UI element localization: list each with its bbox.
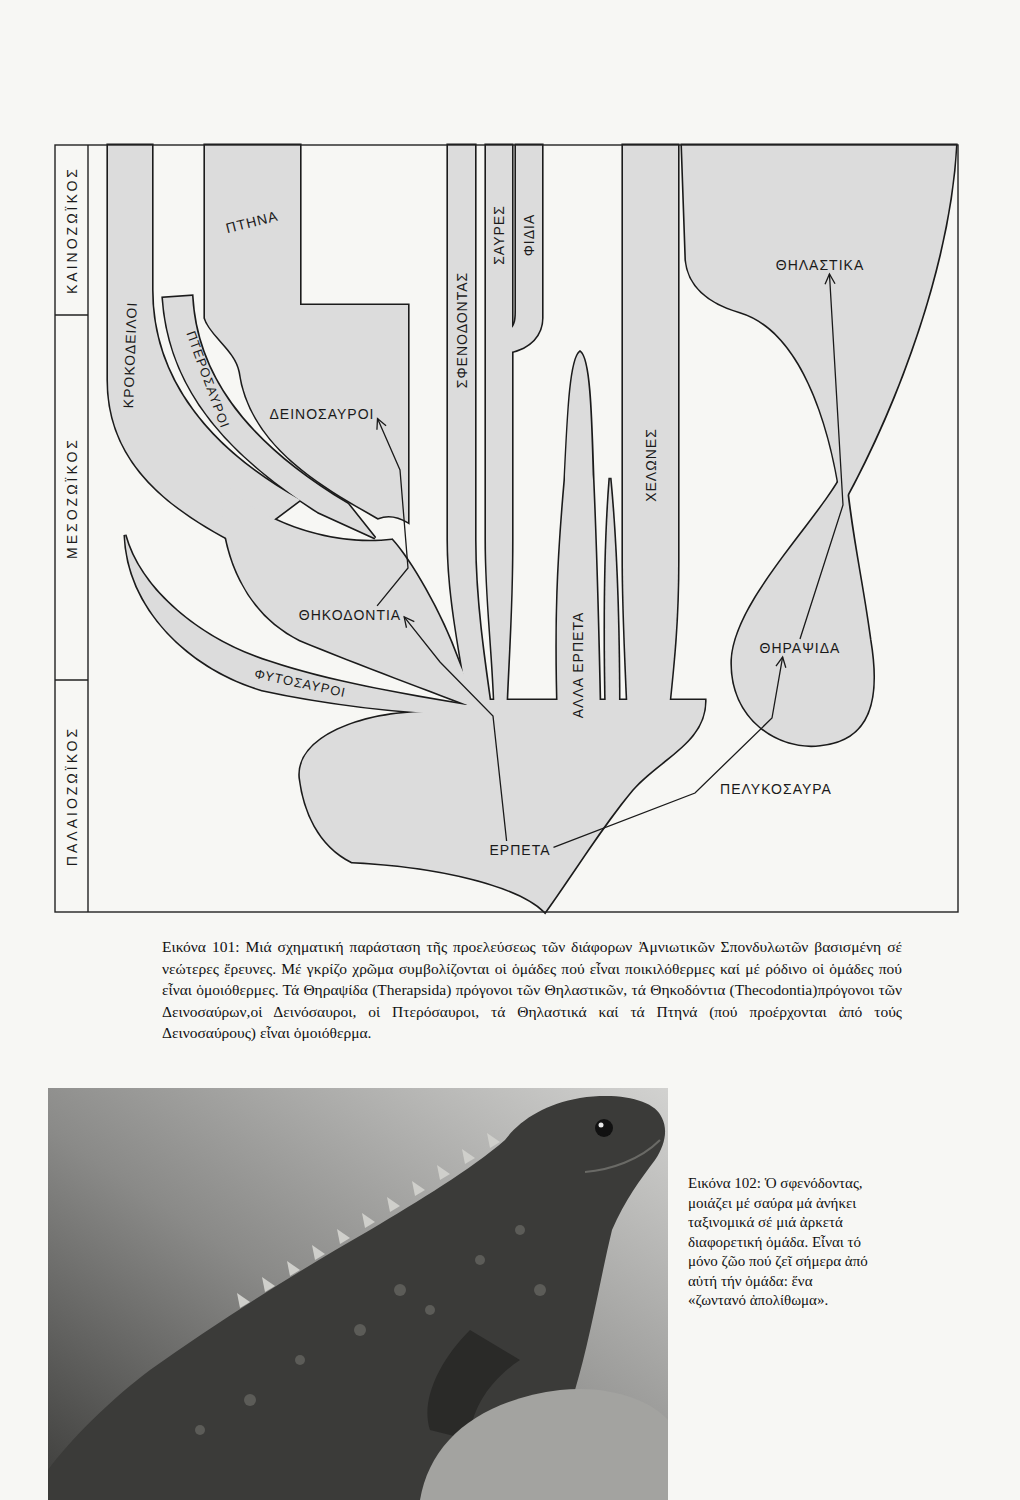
era-column-line [87,145,88,912]
taxon-region: ΘΗΡΑΨΙΔΑ [757,639,844,657]
evolution-arrow [553,657,785,847]
taxon-name: ΘΗΡΑΨΙΔΑ [760,640,841,656]
taxon-region: ΧΕΛΩΝΕΣ [641,425,659,505]
chart-frame [55,145,958,912]
arrow-line [553,657,782,847]
taxon-region: ΕΡΠΕΤΑ [487,841,554,859]
era-band: ΚΑΙΝΟΖΩΪΚΟΣ [55,145,88,315]
taxon-region: ΑΛΛΑ ΕΡΠΕΤΑ [569,609,587,721]
arrow-line [800,274,843,639]
edge-label: ΠΕΛΥΚΟΣΑΥΡΑ [718,781,834,797]
era-band: ΠΑΛΑΙΟΖΩΪΚΟΣ [55,680,88,912]
taxon-region: ΘΗΚΟΔΟΝΤΙΑ [296,606,404,624]
taxon-name: ΣΦΕΝΟΔΟΝΤΑΣ [453,272,469,388]
taxon-name: ΧΕΛΩΝΕΣ [642,428,658,502]
tuatara-eye [595,1119,613,1137]
taxon-name: ΦΙΔΙΑ [521,214,537,257]
evolution-arrow [404,617,506,841]
taxon-region: ΣΑΥΡΕΣ [490,202,508,268]
branch-outline [108,145,956,912]
tuatara-photo [48,1088,668,1500]
figure-caption: Εικόνα 101: Μιά σχηματική παράσταση τῆς … [162,936,902,1044]
tuatara-jaw [585,1140,660,1172]
taxon-name: ΚΡΟΚΟΔΕΙΛΟΙ [120,302,140,409]
taxon-region: ΣΦΕΝΟΔΟΝΤΑΣ [452,269,470,391]
arrowhead [404,617,414,628]
era-divider [55,679,88,680]
evolution-arrow [800,274,843,639]
arrowhead [776,657,786,668]
eye-highlight [599,1123,604,1128]
taxon-region: ΦΙΔΙΑ [520,211,538,260]
era-name: ΚΑΙΝΟΖΩΪΚΟΣ [63,166,79,294]
tuatara-scales [195,1225,546,1435]
branch-fill [108,145,956,912]
arrowhead [377,419,386,430]
evolution-arrow [377,419,408,606]
arrowhead [825,274,835,284]
era-name: ΠΑΛΑΙΟΖΩΪΚΟΣ [63,726,79,866]
taxon-name: ΑΛΛΑ ΕΡΠΕΤΑ [570,612,586,718]
rock [420,1389,668,1500]
taxon-name: ΔΕΙΝΟΣΑΥΡΟΙ [270,406,375,422]
taxon-name: ΘΗΛΑΣΤΙΚΑ [776,257,864,273]
taxon-name: ΣΑΥΡΕΣ [491,205,507,265]
frame-border [55,145,958,912]
taxon-name: ΕΡΠΕΤΑ [490,842,551,858]
photo-background [48,1088,668,1500]
arrow-line [404,617,506,841]
taxon-region: ΔΕΙΝΟΣΑΥΡΟΙ [267,405,378,423]
era-name: ΜΕΣΟΖΩΪΚΟΣ [63,437,79,559]
taxon-region: ΘΗΛΑΣΤΙΚΑ [773,256,867,274]
taxon-name: ΘΗΚΟΔΟΝΤΙΑ [299,607,401,623]
arrow-line [377,419,408,606]
photo-caption: Εικόνα 102: Ὁ σφενόδοντας, μοιάζει μέ σα… [688,1174,868,1311]
era-divider [55,314,88,315]
era-band: ΜΕΣΟΖΩΪΚΟΣ [55,315,88,680]
tuatara-crest [237,1133,500,1308]
